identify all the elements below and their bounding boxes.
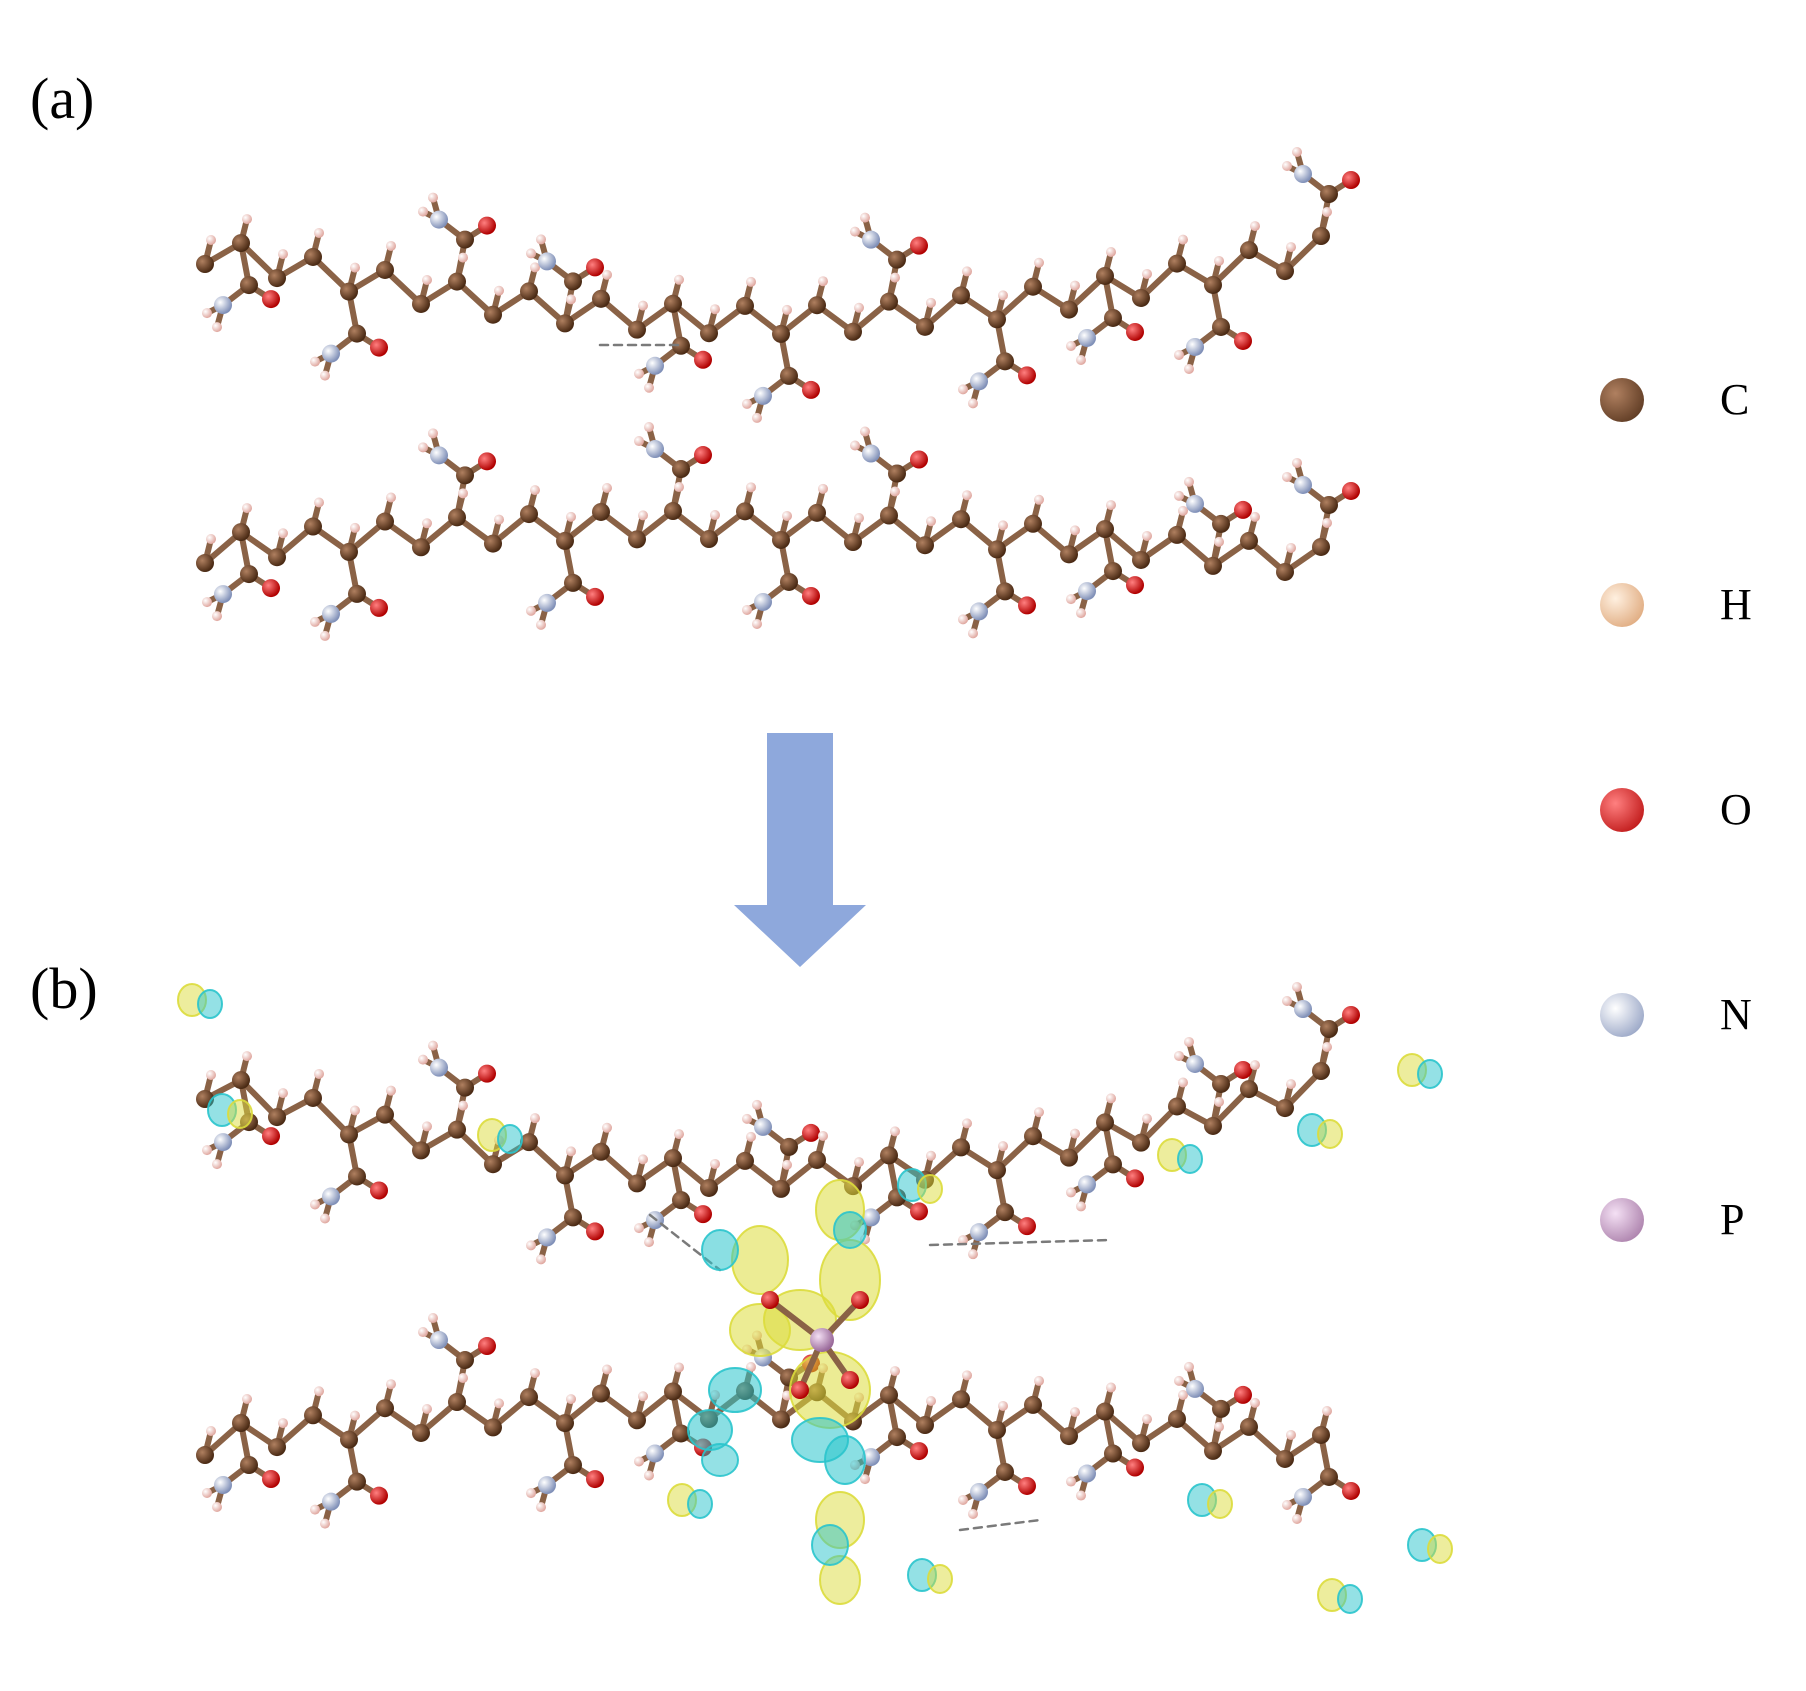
charge-density-isosurfaces [177, 983, 1453, 1614]
phosphorus-atom-icon [1600, 1198, 1644, 1242]
nitrogen-atom-icon [1600, 993, 1644, 1037]
legend-label-carbon: C [1720, 375, 1750, 424]
legend-label-hydrogen: H [1720, 580, 1752, 629]
oxygen-atom-icon [1600, 788, 1644, 832]
legend-item-hydrogen: H [1600, 575, 1800, 635]
legend-label-nitrogen: N [1720, 990, 1752, 1039]
legend-label-phosphorus: P [1720, 1195, 1745, 1244]
dopant-ion [761, 1291, 869, 1399]
legend-label-oxygen: O [1720, 785, 1752, 834]
legend-item-phosphorus: P [1600, 1190, 1800, 1250]
legend-item-oxygen: O [1600, 780, 1800, 840]
chain-b-top [196, 982, 1360, 1265]
chain-a-bottom [196, 422, 1360, 641]
panel-label-b: (b) [30, 956, 98, 1021]
chain-a-top [196, 147, 1360, 423]
legend-item-carbon: C [1600, 370, 1800, 430]
polymer-chains [196, 147, 1360, 1532]
panel-label-a: (a) [30, 66, 95, 131]
carbon-atom-icon [1600, 378, 1644, 422]
down-arrow-icon [734, 733, 866, 967]
hydrogen-atom-icon [1600, 583, 1644, 627]
legend-item-nitrogen: N [1600, 985, 1800, 1045]
